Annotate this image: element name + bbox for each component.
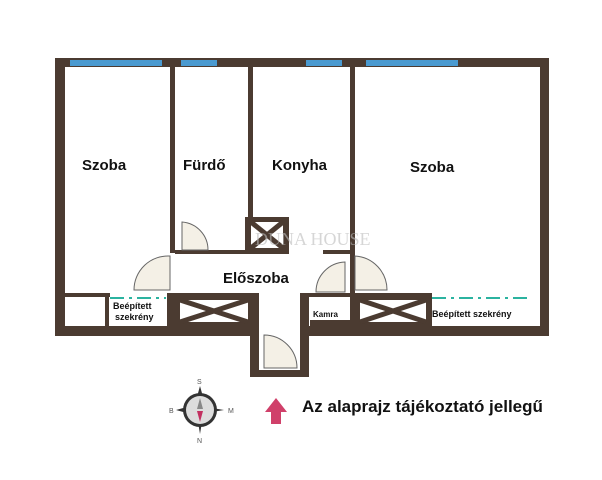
room-label-eloszoba: Előszoba xyxy=(223,270,290,287)
windows xyxy=(70,60,458,66)
arrow-up-icon xyxy=(265,398,287,424)
disclaimer-note: Az alaprajz tájékoztató jellegű xyxy=(302,397,543,416)
room-label-kamra: Kamra xyxy=(313,310,338,319)
compass-icon: S B M N xyxy=(169,379,234,445)
compass-top: S xyxy=(197,379,202,386)
room-label-konyha: Konyha xyxy=(272,157,328,174)
room-label-szoba-left: Szoba xyxy=(82,157,127,174)
compass-bottom: N xyxy=(197,438,202,445)
walls xyxy=(55,58,549,377)
doors xyxy=(133,221,388,369)
closet-label-right: Beépített szekrény xyxy=(432,309,512,319)
closet-label-left-2: szekrény xyxy=(115,312,154,322)
room-label-szoba-right: Szoba xyxy=(410,159,455,176)
watermark: DUNA HOUSE xyxy=(255,229,371,249)
room-label-furdo: Fürdő xyxy=(183,157,226,174)
shaft-x xyxy=(179,220,427,325)
compass-right: M xyxy=(228,408,234,415)
compass-left: B xyxy=(169,408,174,415)
closet-label-left-1: Beépített xyxy=(113,301,152,311)
